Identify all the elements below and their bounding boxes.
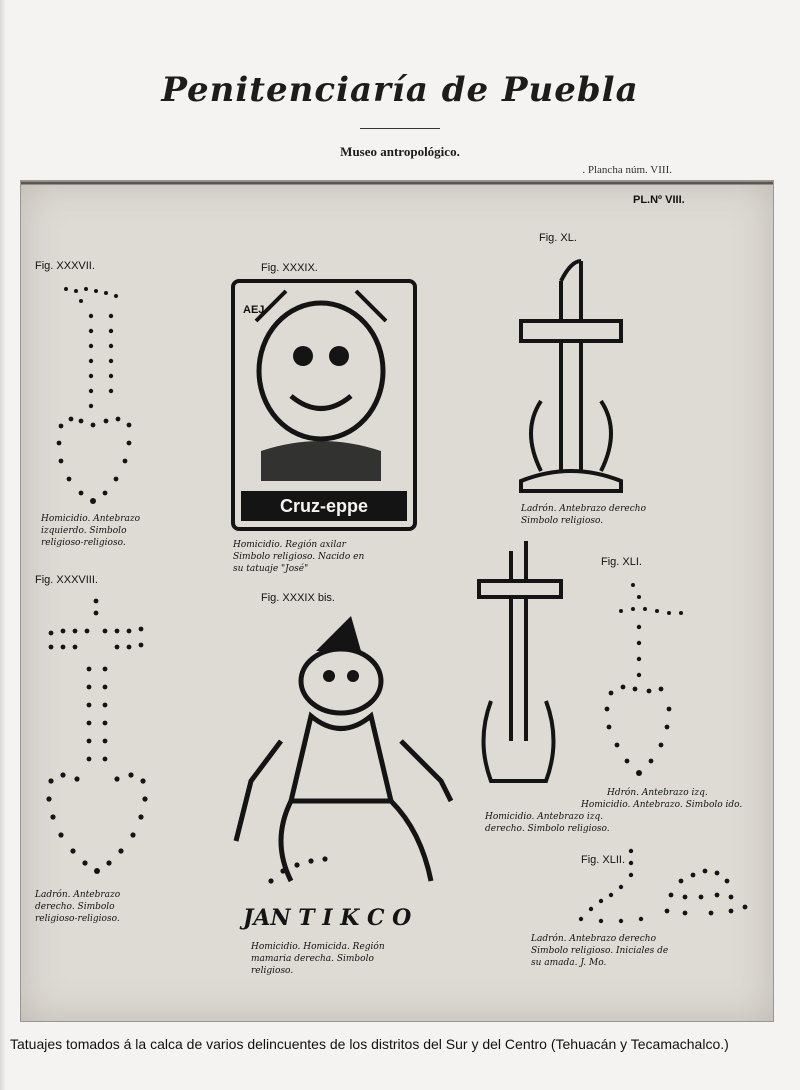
fig38-dotted-cross-icon	[46, 598, 148, 874]
fig39-frame	[231, 279, 417, 531]
fig41-cross-icon	[477, 541, 563, 783]
page-edge	[0, 0, 6, 1090]
tattoo-plate: PL.Nº VIII. Fig. XXXVII. Homicidio. Ante…	[20, 180, 774, 1022]
fig39b: Fig. XXXIX bis. JAN T I K C O Homicidio.…	[233, 592, 454, 976]
plate-caption: Tatuajes tomados á la calca de varios de…	[10, 1036, 729, 1052]
fig42: Fig. XLII. Ladrón. Antebrazo derecho Sim…	[530, 848, 748, 968]
plate-number: . Plancha núm. VIII.	[582, 164, 672, 176]
fig42-caption-line2: Simbolo religioso. Iniciales de	[531, 946, 668, 956]
fig42-caption-line1: Ladrón. Antebrazo derecho	[530, 933, 657, 944]
fig38-caption-line1: Ladrón. Antebrazo	[34, 889, 121, 900]
fig37-caption-line3: religioso-religioso.	[41, 538, 126, 548]
fig39-stamp: AEJ	[243, 304, 264, 316]
fig39b-label: Fig. XXXIX bis.	[261, 592, 335, 604]
fig38-caption-line2: derecho. Simbolo	[35, 902, 115, 912]
fig39-face-icon	[254, 289, 388, 481]
fig37-dotted-heart-icon	[56, 287, 132, 504]
page-title: Penitenciaría de Puebla	[161, 70, 639, 110]
fig41: Fig. XLI. Hdrón. Antebrazo izq. Homicidi…	[477, 541, 742, 834]
fig39b-caption-line3: religioso.	[251, 966, 293, 976]
fig40-label: Fig. XL.	[539, 232, 577, 244]
fig39-label: Fig. XXXIX.	[261, 262, 318, 274]
fig42-dotted-initials-icon	[578, 848, 748, 924]
fig37-label: Fig. XXXVII.	[35, 260, 95, 272]
fig40-caption-line2: Simbolo religioso.	[521, 516, 603, 526]
fig39-banner-text: Cruz-eppe	[280, 496, 368, 516]
plate-corner-mark: PL.Nº VIII.	[633, 194, 685, 206]
fig39-banner	[241, 491, 407, 521]
fig42-caption-line3: su amada. J. Mo.	[531, 958, 606, 968]
title-rule	[360, 128, 440, 129]
fig37-caption-line2: izquierdo. Simbolo	[41, 526, 127, 536]
fig38: Fig. XXXVIII. Ladrón. Antebrazo derecho.…	[34, 574, 148, 924]
page-subtitle: Museo antropológico.	[340, 144, 460, 159]
plate-drawing: PL.Nº VIII. Fig. XXXVII. Homicidio. Ante…	[21, 181, 773, 976]
fig39-caption-line1: Homicidio. Región axilar	[232, 539, 347, 550]
fig40-caption-line1: Ladrón. Antebrazo derecho	[520, 503, 647, 514]
fig41-caption-line1: Hdrón. Antebrazo izq.	[606, 787, 708, 798]
fig41-caption-line4: derecho. Simbolo religioso.	[485, 824, 610, 834]
fig37-caption-line1: Homicidio. Antebrazo	[40, 514, 141, 524]
fig42-label: Fig. XLII.	[581, 854, 625, 866]
fig39b-caption-line1: Homicidio. Homicida. Región	[250, 941, 385, 952]
fig39b-figure-icon	[233, 616, 454, 884]
fig37: Fig. XXXVII. Homicidio. Antebrazo izquie…	[35, 260, 141, 548]
fig39b-caption-line2: mamaria derecha. Simbolo	[251, 954, 374, 964]
fig39b-banner-text: JAN T I K C O	[239, 905, 411, 931]
fig40: Fig. XL. Ladrón. Antebrazo derecho Simbo…	[519, 232, 647, 526]
fig41-label: Fig. XLI.	[601, 556, 642, 568]
fig41-caption-line2: Homicidio. Antebrazo. Simbolo ido.	[580, 800, 742, 810]
fig39-caption-line2: Simbolo religioso. Nacido en	[233, 552, 364, 562]
fig38-caption-line3: religioso-religioso.	[35, 914, 120, 924]
fig41-caption-line3: Homicidio. Antebrazo izq.	[484, 812, 603, 822]
fig41-dotted-heart-icon	[604, 583, 683, 776]
fig39: Fig. XXXIX. AEJ Cruz-eppe Homicidio. Reg…	[231, 262, 417, 574]
fig38-label: Fig. XXXVIII.	[35, 574, 98, 586]
fig39-caption-line3: su tatuaje "José"	[233, 563, 308, 574]
fig40-cross-icon	[519, 259, 623, 493]
